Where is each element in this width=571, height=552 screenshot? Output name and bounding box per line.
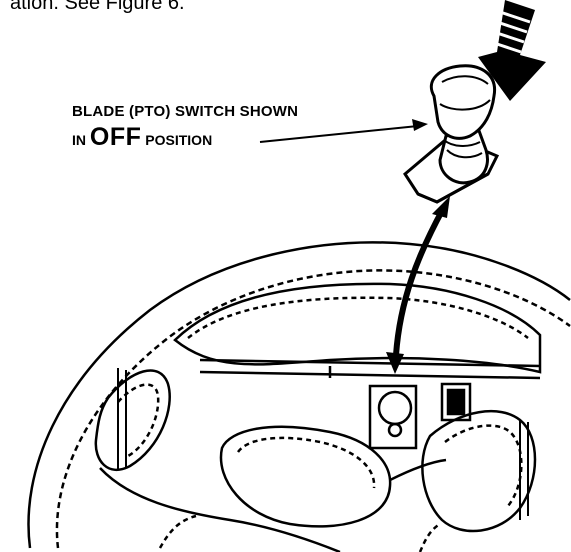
callout-off-label: OFF <box>89 123 142 151</box>
callout-prefix: IN <box>72 132 86 148</box>
callout-line-2: IN OFF POSITION <box>72 125 298 150</box>
steering-wheel <box>27 241 571 552</box>
dashboard-panel <box>199 358 541 450</box>
callout-leader-arrow <box>259 119 428 143</box>
pto-switch-callout: BLADE (PTO) SWITCH SHOWN IN OFF POSITION <box>72 104 298 150</box>
push-down-arrow-icon <box>478 0 546 101</box>
callout-line-1: BLADE (PTO) SWITCH SHOWN <box>72 103 299 120</box>
header-text-fragment: ation. See Figure 6. <box>10 0 185 14</box>
pto-switch-knob-icon <box>403 64 500 204</box>
callout-suffix: POSITION <box>145 132 213 148</box>
